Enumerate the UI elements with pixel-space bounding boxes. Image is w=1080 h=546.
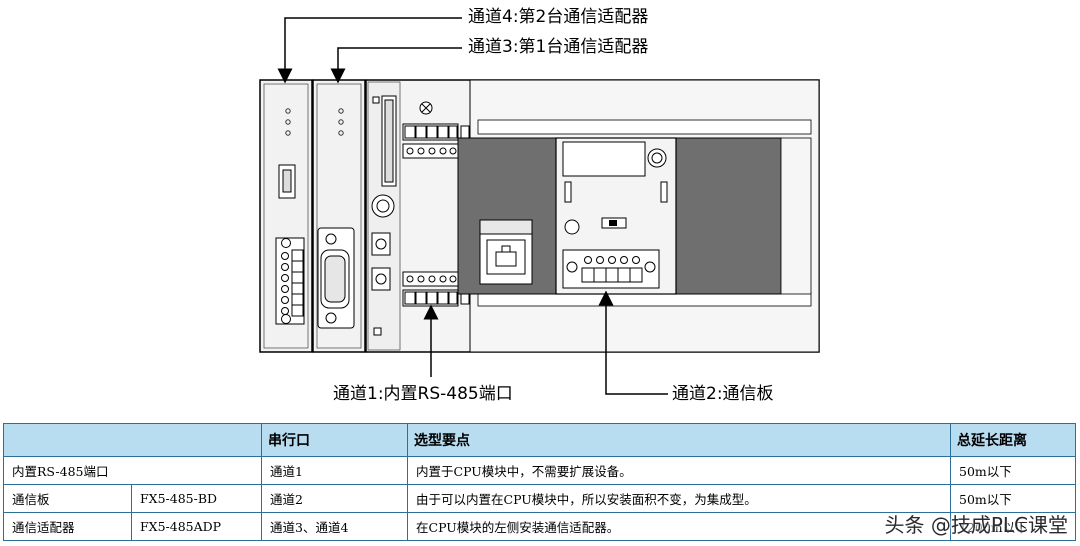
table-row: 通信适配器 FX5-485ADP 通道3、通道4 在CPU模块的左侧安装通信适配… bbox=[3, 512, 1076, 541]
callout-channel-4: 通道4:第2台通信适配器 bbox=[468, 7, 649, 27]
row-point: 内置于CPU模块中，不需要扩展设备。 bbox=[407, 456, 951, 485]
table-row: 通信板 FX5-485-BD 通道2 由于可以内置在CPU模块中，所以安装面积不… bbox=[3, 484, 1076, 513]
row-model: FX5-485-BD bbox=[131, 484, 262, 513]
row-port: 通道2 bbox=[261, 484, 408, 513]
row-point: 在CPU模块的左侧安装通信适配器。 bbox=[407, 512, 951, 541]
row-port: 通道3、通道4 bbox=[261, 512, 408, 541]
row-type-name: 内置RS-485端口 bbox=[3, 456, 262, 485]
table-header-row: 串行口 选型要点 总延长距离 bbox=[3, 423, 1076, 457]
ethernet-port bbox=[479, 219, 533, 285]
header-selection-points: 选型要点 bbox=[407, 423, 951, 457]
table-row: 内置RS-485端口 通道1 内置于CPU模块中，不需要扩展设备。 50m以下 bbox=[3, 456, 1076, 485]
cpu-module bbox=[365, 79, 820, 353]
header-type bbox=[3, 423, 262, 457]
header-total-distance: 总延长距离 bbox=[950, 423, 1076, 457]
callout-channel-3: 通道3:第1台通信适配器 bbox=[468, 37, 649, 57]
row-port: 通道1 bbox=[261, 456, 408, 485]
row-distance: 50m以下 bbox=[950, 484, 1076, 513]
adapter-1-module bbox=[312, 79, 366, 353]
callout-channel-2: 通道2:通信板 bbox=[672, 384, 774, 404]
header-serial-port: 串行口 bbox=[261, 423, 408, 457]
row-point: 由于可以内置在CPU模块中，所以安装面积不变，为集成型。 bbox=[407, 484, 951, 513]
plc-hardware-diagram bbox=[259, 17, 820, 395]
callout-lines bbox=[277, 17, 668, 395]
builtin-rs485-terminal bbox=[402, 271, 470, 307]
row-type-name: 通信板 bbox=[3, 484, 132, 513]
row-model: FX5-485ADP bbox=[131, 512, 262, 541]
row-type-name: 通信适配器 bbox=[3, 512, 132, 541]
adapter-2-module bbox=[259, 79, 313, 353]
row-distance: 1200m以下 bbox=[950, 512, 1076, 541]
upper-terminal-block bbox=[402, 101, 470, 159]
spec-table: 串行口 选型要点 总延长距离 内置RS-485端口 通道1 内置于CPU模块中，… bbox=[3, 423, 1076, 541]
row-distance: 50m以下 bbox=[950, 456, 1076, 485]
watermark: 头条 @技成PLC课堂 bbox=[884, 513, 1068, 537]
callout-channel-1: 通道1:内置RS-485端口 bbox=[333, 384, 513, 404]
communication-board bbox=[555, 137, 677, 295]
